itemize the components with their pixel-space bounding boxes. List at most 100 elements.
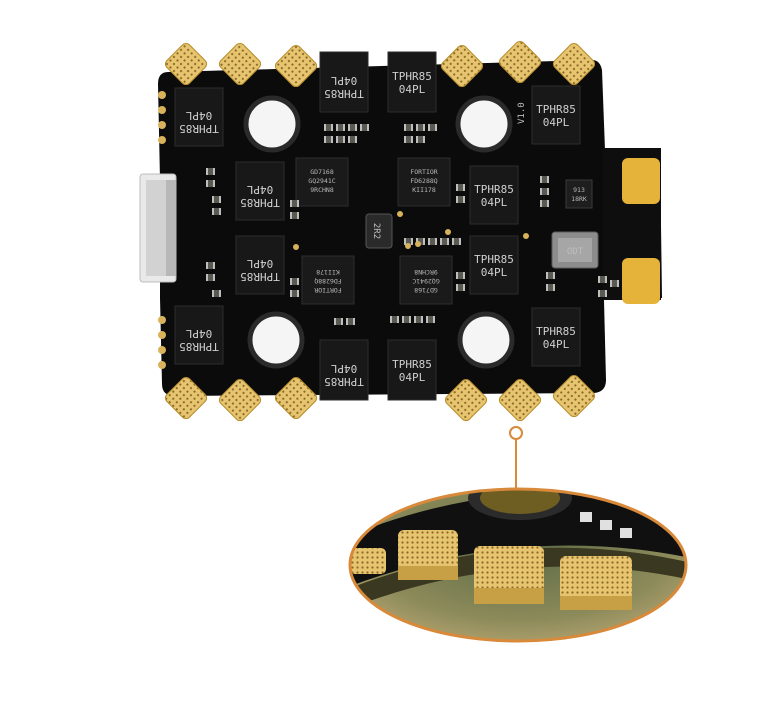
passive-chip [428, 124, 437, 131]
passive-components [206, 124, 619, 325]
motor-pad [444, 378, 488, 422]
passive-chip [428, 238, 437, 245]
motor-pad [218, 42, 262, 86]
svg-text:GD7168: GD7168 [414, 286, 438, 294]
svg-text:TPHR85: TPHR85 [324, 87, 364, 100]
via [445, 229, 451, 235]
version-label: V1.0 [517, 102, 527, 124]
svg-text:2R2: 2R2 [371, 223, 381, 239]
inductor: 2R2 [365, 213, 393, 249]
svg-text:9RCHN8: 9RCHN8 [310, 186, 334, 194]
svg-text:18RK: 18RK [571, 195, 587, 203]
passive-chip [540, 200, 549, 207]
mounting-holes [243, 95, 515, 369]
passive-chip [610, 280, 619, 287]
svg-text:TPHR85: TPHR85 [240, 196, 280, 209]
svg-text:GQ2941C: GQ2941C [412, 277, 439, 285]
passive-chip [456, 284, 465, 291]
regulator-ic: 913 18RK [565, 179, 593, 209]
passive-chip [456, 196, 465, 203]
motor-pad [218, 378, 262, 422]
mosfet-group: TPHR8504PLTPHR8504PLTPHR8504PLTPHR8504PL… [174, 51, 581, 401]
passive-chip [416, 136, 425, 143]
passive-chip [452, 238, 461, 245]
svg-text:TPHR85: TPHR85 [392, 70, 432, 83]
passive-chip [336, 136, 345, 143]
jst-connector [139, 173, 177, 283]
passive-chip [404, 136, 413, 143]
svg-text:9RCHN8: 9RCHN8 [414, 268, 438, 276]
svg-text:GQ2941C: GQ2941C [308, 177, 335, 185]
svg-text:FORTIOR: FORTIOR [314, 286, 341, 294]
passive-chip [546, 272, 555, 279]
svg-text:TPHR85: TPHR85 [179, 340, 219, 353]
passive-chip [324, 136, 333, 143]
passive-chip [440, 238, 449, 245]
svg-text:TPHR85: TPHR85 [474, 253, 514, 266]
passive-chip [360, 124, 369, 131]
passive-chip [206, 274, 215, 281]
passive-chip [390, 316, 399, 323]
motor-pad [164, 42, 208, 86]
passive-chip [324, 124, 333, 131]
passive-chip [336, 124, 345, 131]
motor-pad [498, 378, 542, 422]
signal-pads [158, 91, 166, 369]
passive-chip [290, 278, 299, 285]
passive-chip [540, 176, 549, 183]
svg-text:04PL: 04PL [246, 257, 273, 270]
svg-text:04PL: 04PL [330, 74, 357, 87]
passive-chip [404, 124, 413, 131]
passive-chip [212, 196, 221, 203]
passive-chip [426, 316, 435, 323]
passive-chip [212, 208, 221, 215]
passive-chip [404, 238, 413, 245]
svg-text:04PL: 04PL [481, 266, 508, 279]
svg-text:04PL: 04PL [185, 327, 212, 340]
driver-ic-group: GD7168GQ2941C9RCHN8FORTIORFD6288QKII178F… [295, 157, 453, 305]
svg-text:04PL: 04PL [399, 371, 426, 384]
via [523, 233, 529, 239]
motor-pads [164, 40, 596, 422]
passive-chip [290, 212, 299, 219]
passive-chip [212, 290, 221, 297]
passive-chip [206, 180, 215, 187]
passive-chip [290, 200, 299, 207]
svg-text:TPHR85: TPHR85 [536, 103, 576, 116]
svg-text:04PL: 04PL [330, 362, 357, 375]
zoom-detail-photo [348, 487, 688, 643]
svg-text:FORTIOR: FORTIOR [410, 168, 437, 176]
passive-chip [206, 168, 215, 175]
motor-pad [440, 44, 484, 88]
svg-text:GD7168: GD7168 [310, 168, 334, 176]
passive-chip [414, 316, 423, 323]
passive-chip [456, 184, 465, 191]
motor-pad [552, 374, 596, 418]
passive-chip [206, 262, 215, 269]
svg-text:TPHR85: TPHR85 [179, 122, 219, 135]
svg-text:TPHR85: TPHR85 [474, 183, 514, 196]
svg-text:04PL: 04PL [399, 83, 426, 96]
passive-chip [598, 290, 607, 297]
motor-pad [164, 376, 208, 420]
passive-chip [598, 276, 607, 283]
passive-chip [348, 124, 357, 131]
svg-text:TPHR85: TPHR85 [536, 325, 576, 338]
svg-text:ODT: ODT [567, 247, 584, 257]
passive-chip [540, 188, 549, 195]
svg-text:KII178: KII178 [316, 268, 340, 276]
